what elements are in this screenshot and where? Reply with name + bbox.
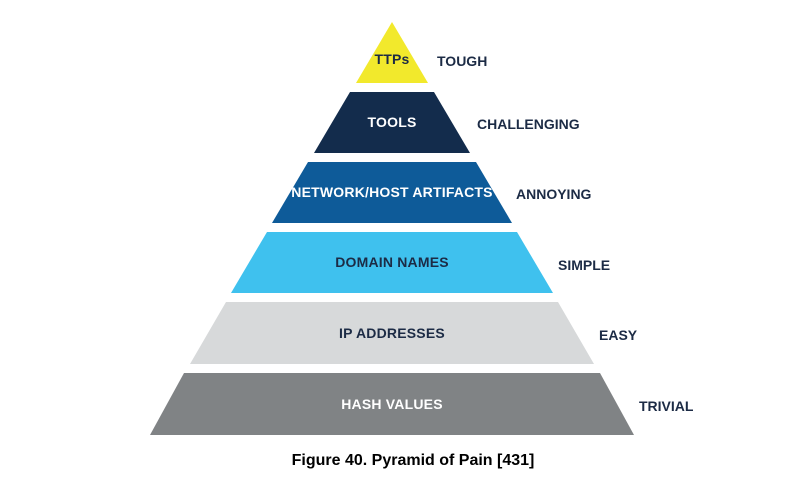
pyramid-tier-hash-values — [150, 373, 634, 435]
pyramid-tier-tools — [314, 92, 470, 153]
tier-label-network-host-artifacts: NETWORK/HOST ARTIFACTS — [291, 184, 492, 200]
difficulty-label-tough: TOUGH — [437, 53, 487, 69]
pyramid-tier-ttps — [356, 22, 428, 83]
difficulty-label-annoying: ANNOYING — [516, 186, 592, 202]
tier-label-ttps: TTPs — [374, 51, 409, 67]
pyramid-tier-network-host-artifacts — [272, 162, 512, 223]
pyramid-tier-domain-names — [231, 232, 553, 293]
pyramid-tier-ip-addresses — [190, 302, 594, 364]
tier-label-hash-values: HASH VALUES — [341, 396, 443, 412]
tier-label-ip-addresses: IP ADDRESSES — [339, 325, 445, 341]
difficulty-label-challenging: CHALLENGING — [477, 116, 580, 132]
tier-label-tools: TOOLS — [368, 114, 417, 130]
tier-label-domain-names: DOMAIN NAMES — [335, 254, 449, 270]
figure-caption: Figure 40. Pyramid of Pain [431] — [292, 452, 535, 469]
difficulty-label-simple: SIMPLE — [558, 257, 610, 273]
difficulty-label-trivial: TRIVIAL — [639, 398, 694, 414]
difficulty-label-easy: EASY — [599, 327, 638, 343]
